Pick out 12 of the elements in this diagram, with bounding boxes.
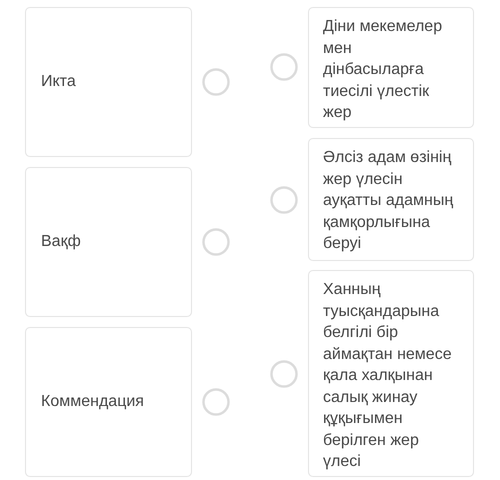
term-card: [25, 167, 192, 317]
definition-text: Әлсіз адам өзінің жер үлесін ауқатты адамның қамқорлығына беруі: [323, 148, 454, 254]
term-text: Икта: [41, 72, 76, 92]
term-card: [25, 327, 192, 477]
term-card: [25, 7, 192, 157]
definition-text: Діни мекемелер мен дінбасыларға тиесілі үлестік жер: [323, 17, 444, 123]
definition-card: [308, 270, 474, 477]
term-text: Коммендация: [41, 392, 144, 412]
definition-card: [308, 138, 474, 261]
term-text: Вақф: [41, 232, 81, 252]
definition-card: [308, 7, 474, 128]
definition-text: Ханның туысқандарына белгілі бір аймақтан немесе қала халқынан салық жинау құқығымен берілген жер үлесі: [323, 280, 453, 472]
